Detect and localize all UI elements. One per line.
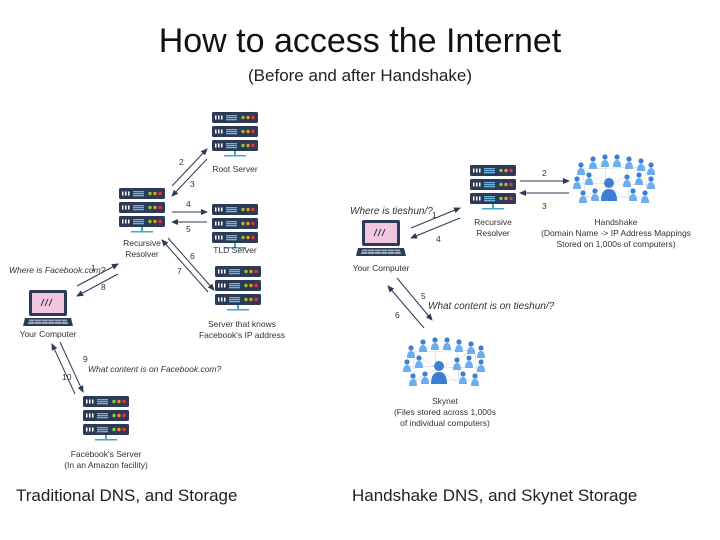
hs-arrow-1 xyxy=(410,207,461,229)
recursive-resolver-label-line2: Resolver xyxy=(125,249,159,259)
recursive-resolver-label-line1: Recursive xyxy=(123,238,161,248)
skynet-label-line2: (Files stored across 1,000s xyxy=(394,407,496,417)
handshake-label-line1: Handshake xyxy=(594,217,637,227)
hs-step-2: 2 xyxy=(542,168,547,178)
skynet-label-line1: Skynet xyxy=(432,396,459,406)
recursive-resolver-icon xyxy=(119,188,165,233)
arrow-8 xyxy=(76,273,119,297)
facebook-server-label-line1: Facebook's Server xyxy=(71,449,142,459)
ip-server-label-line2: Facebook's IP address xyxy=(199,330,285,340)
tld-server-label: TLD Server xyxy=(213,245,257,255)
ip-server-label-line1: Server that knows xyxy=(208,319,276,329)
step-9: 9 xyxy=(83,354,88,364)
step-2: 2 xyxy=(179,157,184,167)
facebook-server-label-line2: (In an Amazon facility) xyxy=(64,460,148,470)
hs-arrow-4 xyxy=(410,217,461,239)
root-server-label: Root Server xyxy=(212,164,258,174)
step-10: 10 xyxy=(62,372,72,382)
arrow-10 xyxy=(51,343,76,395)
step-6: 6 xyxy=(190,251,195,261)
question-where-facebook: Where is Facebook.com? xyxy=(9,265,106,275)
hs-your-computer-laptop-icon xyxy=(355,219,407,257)
right-caption: Handshake DNS, and Skynet Storage xyxy=(352,486,638,505)
hs-arrow-5 xyxy=(396,277,433,321)
step-5: 5 xyxy=(186,224,191,234)
page-subtitle: (Before and after Handshake) xyxy=(248,66,472,85)
root-server-icon xyxy=(212,112,258,157)
left-caption: Traditional DNS, and Storage xyxy=(16,486,238,505)
arrow-3 xyxy=(171,158,208,197)
hs-recursive-resolver-icon xyxy=(470,165,516,210)
hs-step-4: 4 xyxy=(436,234,441,244)
arrow-7 xyxy=(161,239,209,293)
question-content-tieshun: What content is on tieshun/? xyxy=(428,301,555,312)
hs-step-5: 5 xyxy=(421,291,426,301)
hs-step-6: 6 xyxy=(395,310,400,320)
facebook-server-icon xyxy=(83,396,129,441)
arrow-1 xyxy=(76,263,119,287)
step-1: 1 xyxy=(91,263,96,273)
hs-recursive-resolver-label-line1: Recursive xyxy=(474,217,512,227)
page-title: How to access the Internet xyxy=(158,22,562,60)
hs-step-1: 1 xyxy=(432,210,437,220)
tld-server-icon xyxy=(212,204,258,249)
question-where-tieshun: Where is tieshun/? xyxy=(350,206,433,217)
skynet-label-line3: of individual computers) xyxy=(400,418,490,428)
ip-server-icon xyxy=(215,266,261,311)
step-3: 3 xyxy=(190,179,195,189)
hs-your-computer-label: Your Computer xyxy=(353,263,410,273)
step-7: 7 xyxy=(177,266,182,276)
step-8: 8 xyxy=(101,282,106,292)
handshake-label-line2: (Domain Name -> IP Address Mappings xyxy=(541,228,691,238)
your-computer-laptop-icon xyxy=(22,289,74,327)
hs-arrow-6 xyxy=(387,285,425,329)
hs-recursive-resolver-label-line2: Resolver xyxy=(476,228,510,238)
step-4: 4 xyxy=(186,199,191,209)
arrow-9 xyxy=(59,341,84,393)
handshake-label-line3: Stored on 1,000s of computers) xyxy=(556,239,675,249)
skynet-network-icon xyxy=(403,337,485,386)
hs-step-3: 3 xyxy=(542,201,547,211)
your-computer-label: Your Computer xyxy=(20,329,77,339)
handshake-network-icon xyxy=(573,154,655,203)
question-content-facebook: What content is on Facebook.com? xyxy=(88,364,222,374)
arrow-2 xyxy=(171,148,208,187)
arrow-6 xyxy=(167,237,215,291)
